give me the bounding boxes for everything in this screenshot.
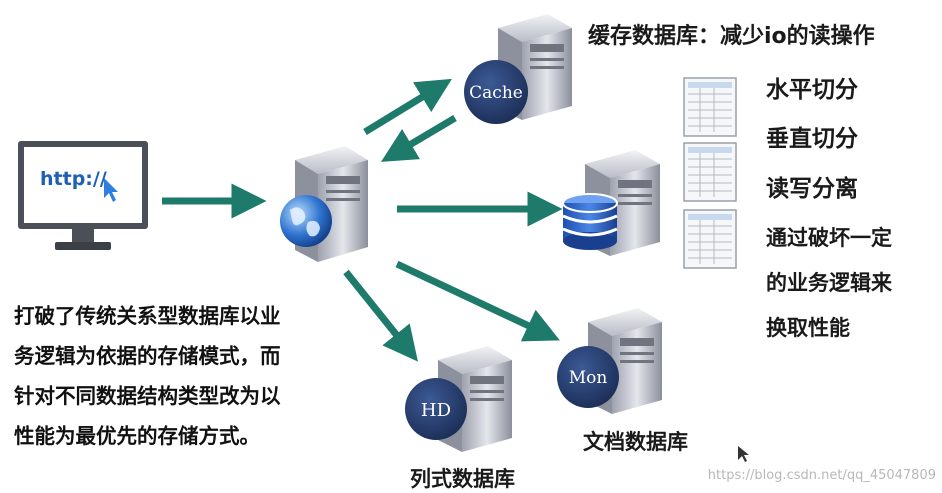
- browser-monitor: [18, 141, 148, 250]
- spreadsheet-icon: [683, 142, 737, 202]
- mon-badge-label: Mon: [569, 368, 608, 388]
- business-logic-line-2: 的业务逻辑来: [766, 271, 892, 295]
- hd-badge: [405, 378, 467, 440]
- spreadsheet-icon: [683, 77, 737, 137]
- spreadsheet-icon: [683, 209, 737, 269]
- rw-split-label: 读写分离: [766, 176, 858, 202]
- description-line-1: 打破了传统关系型数据库以业: [14, 304, 281, 328]
- table-icons: [683, 77, 737, 269]
- description-line-2: 务逻辑为依据的存储模式，而: [14, 344, 281, 368]
- vertical-split-label: 垂直切分: [766, 126, 858, 152]
- columnar-db-label: 列式数据库: [410, 467, 515, 491]
- cache-badge: [464, 60, 528, 124]
- business-logic-line-1: 通过破坏一定: [766, 226, 892, 250]
- columnar-db-server: HD: [405, 346, 512, 452]
- arrow-app-to-cache: [363, 78, 452, 135]
- document-db-label: 文档数据库: [583, 430, 688, 454]
- document-db-server: Mon: [557, 308, 662, 414]
- cache-badge-label: Cache: [469, 83, 523, 103]
- mon-badge: [557, 346, 619, 408]
- hd-badge-label: HD: [421, 400, 451, 421]
- database-icon: [562, 193, 618, 250]
- cache-server: Cache: [464, 14, 572, 124]
- description-line-3: 针对不同数据结构类型改为以: [14, 384, 281, 408]
- arrow-app-to-document-db: [395, 260, 560, 342]
- relational-db-server: [562, 150, 660, 256]
- arrow-cache-to-app: [380, 114, 457, 162]
- app-server: [280, 146, 368, 262]
- cache-db-label: 缓存数据库：减少io的读操作: [588, 24, 875, 49]
- flow-arrows: [162, 78, 563, 362]
- pointer-icon: [738, 446, 749, 462]
- description-line-4: 性能为最优先的存储方式。: [14, 424, 260, 448]
- description-text: 打破了传统关系型数据库以业 务逻辑为依据的存储模式，而 针对不同数据结构类型改为…: [14, 296, 344, 456]
- business-logic-line-3: 换取性能: [766, 316, 850, 340]
- horizontal-split-label: 水平切分: [766, 77, 858, 103]
- browser-url-text: http://: [40, 168, 107, 190]
- arrow-app-to-columnar-db: [343, 269, 418, 362]
- globe-icon: [280, 195, 332, 247]
- watermark: https://blog.csdn.net/qq_45047809: [707, 468, 936, 483]
- cursor-icon: [104, 178, 118, 202]
